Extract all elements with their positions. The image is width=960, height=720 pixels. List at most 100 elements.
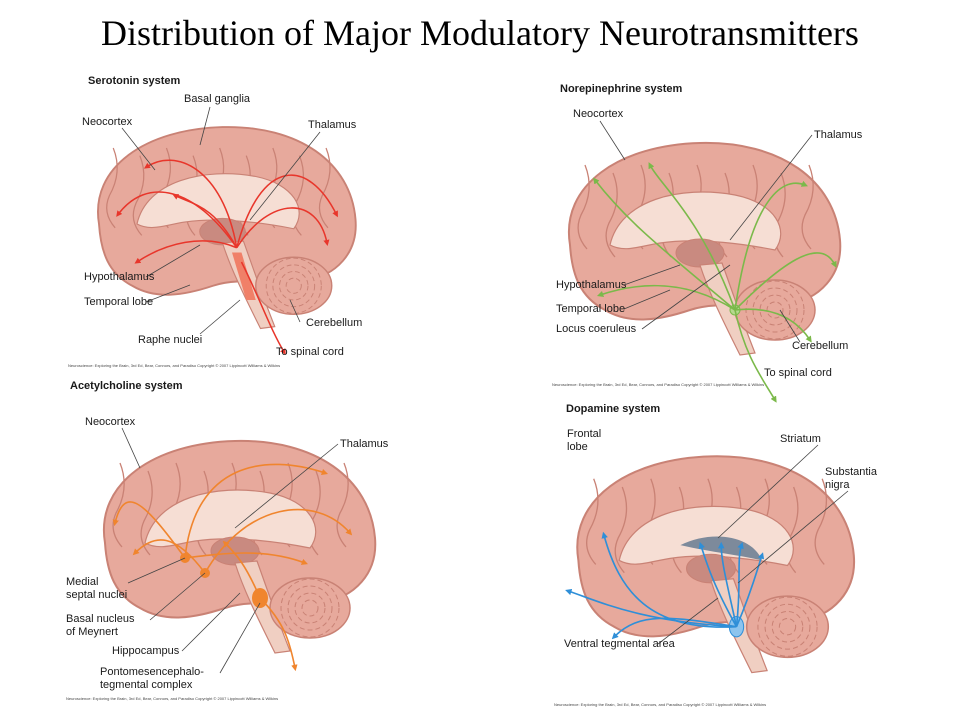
leader-line xyxy=(657,597,719,645)
gyrus-line xyxy=(801,164,814,250)
leader-line xyxy=(641,264,731,330)
projection-arrow xyxy=(116,191,238,249)
cerebellum-fold xyxy=(766,301,784,319)
leader-line xyxy=(199,106,211,146)
label-hypothalamus: Hypothalamus xyxy=(84,271,155,283)
label-cerebellum: Cerebellum xyxy=(306,317,363,329)
label-raphe-nuclei: Raphe nuclei xyxy=(138,334,203,346)
gyrus-line xyxy=(132,155,145,236)
label-thalamus: Thalamus xyxy=(814,129,863,141)
projection-arrow xyxy=(596,284,736,311)
gyrus-line xyxy=(577,164,590,250)
label-neocortex: Neocortex xyxy=(82,116,133,128)
label-neocortex: Neocortex xyxy=(573,108,624,120)
panel-title: Norepinephrine system xyxy=(560,83,683,95)
cerebellum-fold xyxy=(771,610,804,643)
leader-line xyxy=(145,244,201,278)
projection-arrow xyxy=(143,159,238,248)
gyrus-line xyxy=(318,147,331,229)
gyrus-line xyxy=(585,478,599,565)
figure-credit: Neuroscience: Exploring the Brain, 3rd E… xyxy=(68,363,281,368)
cerebellum-fold xyxy=(764,603,811,650)
leader-line xyxy=(289,299,301,323)
projection-arrow xyxy=(611,617,737,640)
gyrus-line xyxy=(814,478,828,565)
projection-arrow xyxy=(259,597,298,672)
cerebellum-fold xyxy=(280,578,340,638)
norepinephrine-panel: Norepinephrine system Neocortex Thalamus… xyxy=(530,80,863,403)
thalamus-shape xyxy=(675,238,725,268)
label-cerebellum: Cerebellum xyxy=(792,340,849,352)
label-to-spinal-cord: To spinal cord xyxy=(276,346,344,358)
cerebellum-fold xyxy=(294,592,326,624)
leader-line xyxy=(717,444,819,539)
projection-arrow xyxy=(204,508,353,574)
projection-arrow xyxy=(735,542,744,627)
cerebellum-fold xyxy=(778,618,797,636)
projection-arrow xyxy=(734,308,812,343)
raphe-nuclei-shape xyxy=(232,252,256,300)
projection-arrow xyxy=(112,501,186,559)
cerebellum-fold xyxy=(285,277,302,294)
projection-arrow xyxy=(717,541,738,627)
brain-drawing xyxy=(565,455,856,674)
projection-arrow xyxy=(648,162,736,311)
cerebellum-fold xyxy=(759,294,791,326)
leader-line xyxy=(737,490,849,584)
thalamus-shape xyxy=(199,217,246,246)
projection-arrow xyxy=(172,194,238,249)
leader-line xyxy=(145,284,191,303)
gyrus-line xyxy=(106,147,118,229)
panel-title: Acetylcholine system xyxy=(70,380,183,392)
leader-line xyxy=(623,264,681,286)
label-to-spinal-cord: To spinal cord xyxy=(764,367,832,379)
dopamine-panel: Dopamine system Frontal lobe Striatum Su… xyxy=(548,398,883,710)
dopamine-brain-illustration xyxy=(565,444,856,674)
label-ventral-tegmental-area: Ventral tegmental area xyxy=(564,638,675,650)
figure-credit: Neuroscience: Exploring the Brain, 3rd E… xyxy=(552,382,765,387)
brain-drawing xyxy=(97,126,357,355)
leader-line xyxy=(623,289,671,310)
label-temporal-lobe: Temporal lobe xyxy=(84,296,154,308)
label-striatum: Striatum xyxy=(780,433,821,445)
serotonin-panel: Serotonin system Basal ganglia Neocortex… xyxy=(60,70,380,370)
brain-drawing xyxy=(567,141,842,403)
label-hippocampus: Hippocampus xyxy=(112,645,180,657)
acetylcholine-brain-illustration xyxy=(102,427,377,674)
projection-arrow xyxy=(565,588,737,628)
label-locus-coeruleus: Locus coeruleus xyxy=(556,323,637,335)
gyrus-line xyxy=(112,462,125,548)
label-pontomesencephalotegmental-complex: Pontomesencephalo- tegmental complex xyxy=(100,666,204,691)
projection-arrow xyxy=(593,177,736,311)
leader-line xyxy=(779,309,801,343)
cerebellum-shape xyxy=(745,595,830,659)
projection-arrow xyxy=(735,552,765,628)
cerebellum-fold xyxy=(757,596,818,657)
projection-arrow xyxy=(601,531,737,628)
panel-title: Dopamine system xyxy=(566,403,661,415)
projection-arrow xyxy=(734,180,808,311)
leader-line xyxy=(219,602,261,674)
cerebellum-shape xyxy=(255,256,333,315)
cerebellum-fold xyxy=(287,585,333,631)
figure-credit: Neuroscience: Exploring the Brain, 3rd E… xyxy=(554,702,767,707)
projection-arrow xyxy=(240,261,286,355)
norepinephrine-brain-illustration xyxy=(567,120,842,403)
label-medial-septal-nuclei: Medial septal nuclei xyxy=(66,576,128,601)
label-basal-ganglia: Basal ganglia xyxy=(184,93,251,105)
leader-line xyxy=(127,557,186,584)
thalamus-shape xyxy=(686,553,736,584)
leader-line xyxy=(249,131,321,221)
gyrus-line xyxy=(336,462,349,548)
acetylcholine-panel: Acetylcholine system Neocortex Thalamus … xyxy=(60,378,390,703)
label-thalamus: Thalamus xyxy=(308,119,357,131)
label-temporal-lobe: Temporal lobe xyxy=(556,303,626,315)
leader-line xyxy=(121,427,141,469)
serotonin-brain-illustration xyxy=(97,106,357,355)
corpus-callosum xyxy=(136,173,300,230)
brain-drawing xyxy=(102,439,377,672)
projection-arrow xyxy=(734,252,837,311)
corpus-callosum xyxy=(144,489,317,549)
panel-title: Serotonin system xyxy=(88,75,181,87)
label-hypothalamus: Hypothalamus xyxy=(556,279,627,291)
